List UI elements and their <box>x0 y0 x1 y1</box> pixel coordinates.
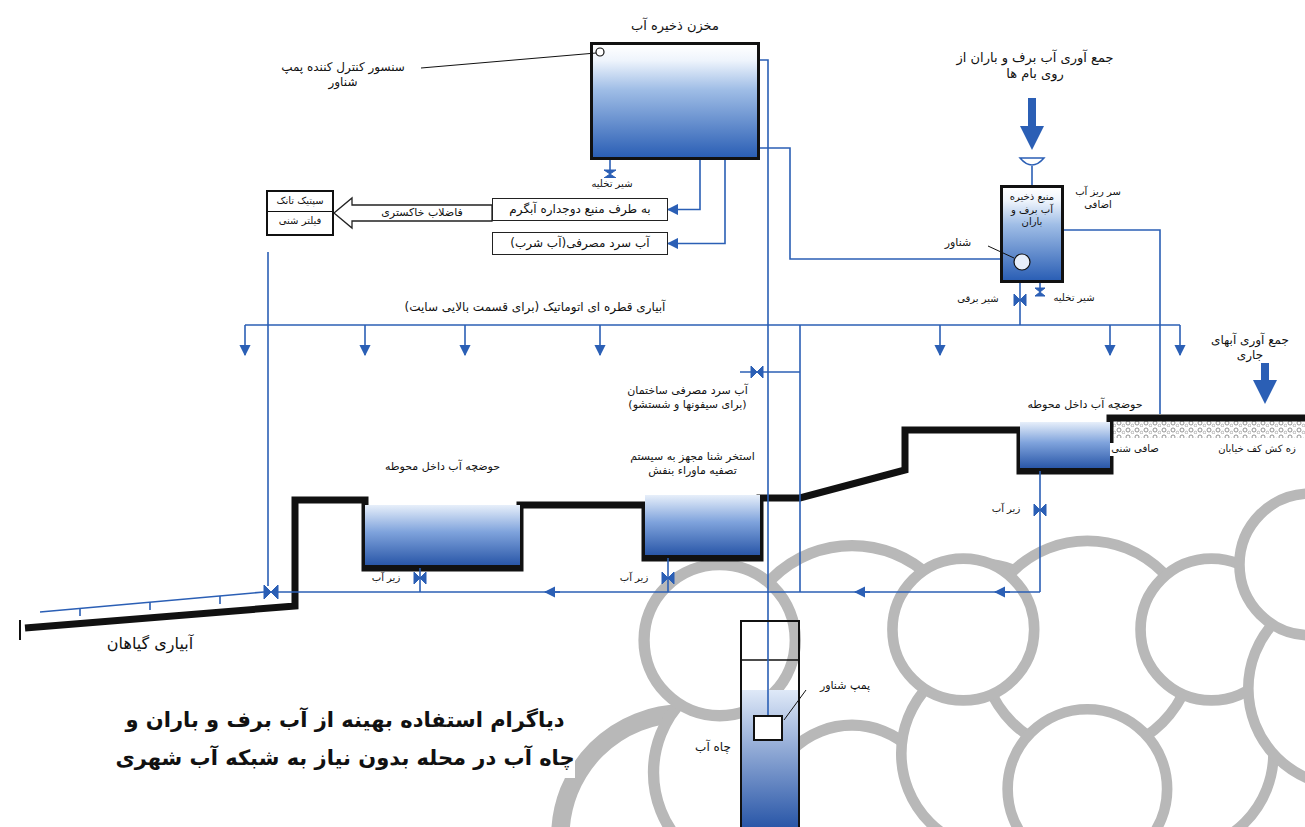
node-label: استخر شنا مجهز به سیستم تصفیه ماوراء بنف… <box>625 450 760 478</box>
swimming-pool: استخر شنا مجهز به سیستم تصفیه ماوراء بنف… <box>625 450 760 558</box>
annotation-label: جمع آوری آبهای جاری <box>1200 333 1300 363</box>
sensor-symbol <box>596 48 604 56</box>
annotation-label: زیر آب <box>360 572 412 585</box>
annotation-label: شیر تخلیه <box>1046 292 1102 305</box>
node-label: سپتیک تانک <box>268 192 332 211</box>
leader-line <box>784 690 806 720</box>
node-label: منبع ذخیره آب برف و باران <box>1005 191 1059 229</box>
septic-box: سپتیک تانکفیلتر شنی <box>266 190 334 236</box>
pond: حوضچه آب داخل محوطه <box>365 460 520 568</box>
well-water <box>742 690 798 827</box>
annotation-label: زیر آب <box>980 503 1032 516</box>
pipe-connector <box>760 60 768 715</box>
gravel-bed <box>1113 421 1305 438</box>
pipe-connector <box>668 160 725 244</box>
well-collar <box>740 659 800 661</box>
edge-label: فاضلاب خاکستری <box>379 206 465 220</box>
annotation-label: شیر تخلیه <box>582 178 642 191</box>
node-label: به طرف منبع دوجداره آبگرم <box>498 202 662 217</box>
pipe-connector <box>668 160 700 210</box>
caption: دیاگرام استفاده بهینه از آب برف و باران … <box>115 702 575 778</box>
trees <box>560 453 1305 827</box>
pipe-connector <box>760 148 1000 259</box>
process-box: آب سرد مصرفی(آب شرب) <box>492 232 668 255</box>
rain-tank: منبع ذخیره آب برف و باران <box>1000 185 1064 283</box>
leader-line <box>988 246 1014 258</box>
pond-outline <box>1020 422 1110 468</box>
float-symbol <box>1014 254 1030 270</box>
process-box: به طرف منبع دوجداره آبگرم <box>492 198 668 221</box>
ground-profile <box>25 418 1305 628</box>
annotation-label: آبیاری گیاهان <box>80 634 220 654</box>
annotation-label: سنسور کنترل کننده پمپ شناور <box>268 60 418 90</box>
float-pump: پمپ شناور <box>753 715 783 741</box>
hollow-arrow <box>334 198 492 228</box>
node-label: مخزن ذخیره آب <box>590 18 760 34</box>
swimming-pool-outline <box>645 495 760 555</box>
annotation-label: شناور <box>930 236 986 250</box>
pipes <box>40 160 1180 616</box>
annotation-label: جمع آوری آب برف و باران از روی بام ها <box>955 50 1115 83</box>
annotation-label: صافی شنی <box>1110 443 1160 456</box>
node-label: فیلتر شنی <box>268 211 332 231</box>
node-label: پمپ شناور <box>810 679 880 693</box>
node-label: حوضچه آب داخل محوطه <box>1020 398 1150 412</box>
pond: حوضچه آب داخل محوطه <box>1020 398 1150 470</box>
leader-line <box>421 53 596 68</box>
node-label: چاه آب <box>690 740 736 755</box>
funnel <box>1020 158 1044 165</box>
node-label: حوضچه آب داخل محوطه <box>365 460 520 474</box>
annotation-label: شیر برقی <box>950 293 1006 306</box>
pond-outline <box>365 505 520 565</box>
rain-arrow <box>1028 98 1036 138</box>
annotation-label: زه کش کف خیابان <box>1212 443 1302 456</box>
node-label: آب سرد مصرفی(آب شرب) <box>498 236 662 251</box>
annotation-label: آب سرد مصرفی ساختمان (برای سیفونها و شست… <box>625 384 750 412</box>
valves <box>264 170 1046 599</box>
water-well: چاه آب پمپ شناور <box>690 620 802 827</box>
storage-tank-outline <box>590 42 760 160</box>
annotation-label: آبیاری قطره ای اتوماتیک (برای قسمت بالای… <box>385 300 685 315</box>
storage-tank: مخزن ذخیره آب <box>590 18 760 160</box>
annotation-label: زیر آب <box>608 572 660 585</box>
annotation-label: سر ریز آب اضافی <box>1068 186 1128 211</box>
